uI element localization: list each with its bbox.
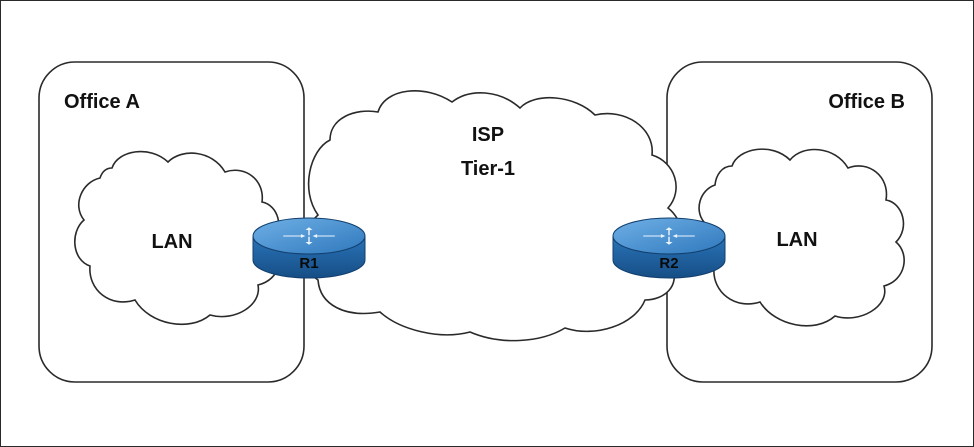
office-b-title: Office B <box>828 91 905 113</box>
office-a-title: Office A <box>64 91 140 113</box>
lan-a-label: LAN <box>151 231 192 253</box>
router-r2 <box>612 217 726 279</box>
router-r2-label: R2 <box>659 255 678 272</box>
router-r1-label: R1 <box>299 255 318 272</box>
lan-b-label: LAN <box>776 229 817 251</box>
isp-label: ISP <box>472 124 504 146</box>
isp-tier-label: Tier-1 <box>461 158 515 180</box>
router-r1 <box>252 217 366 279</box>
